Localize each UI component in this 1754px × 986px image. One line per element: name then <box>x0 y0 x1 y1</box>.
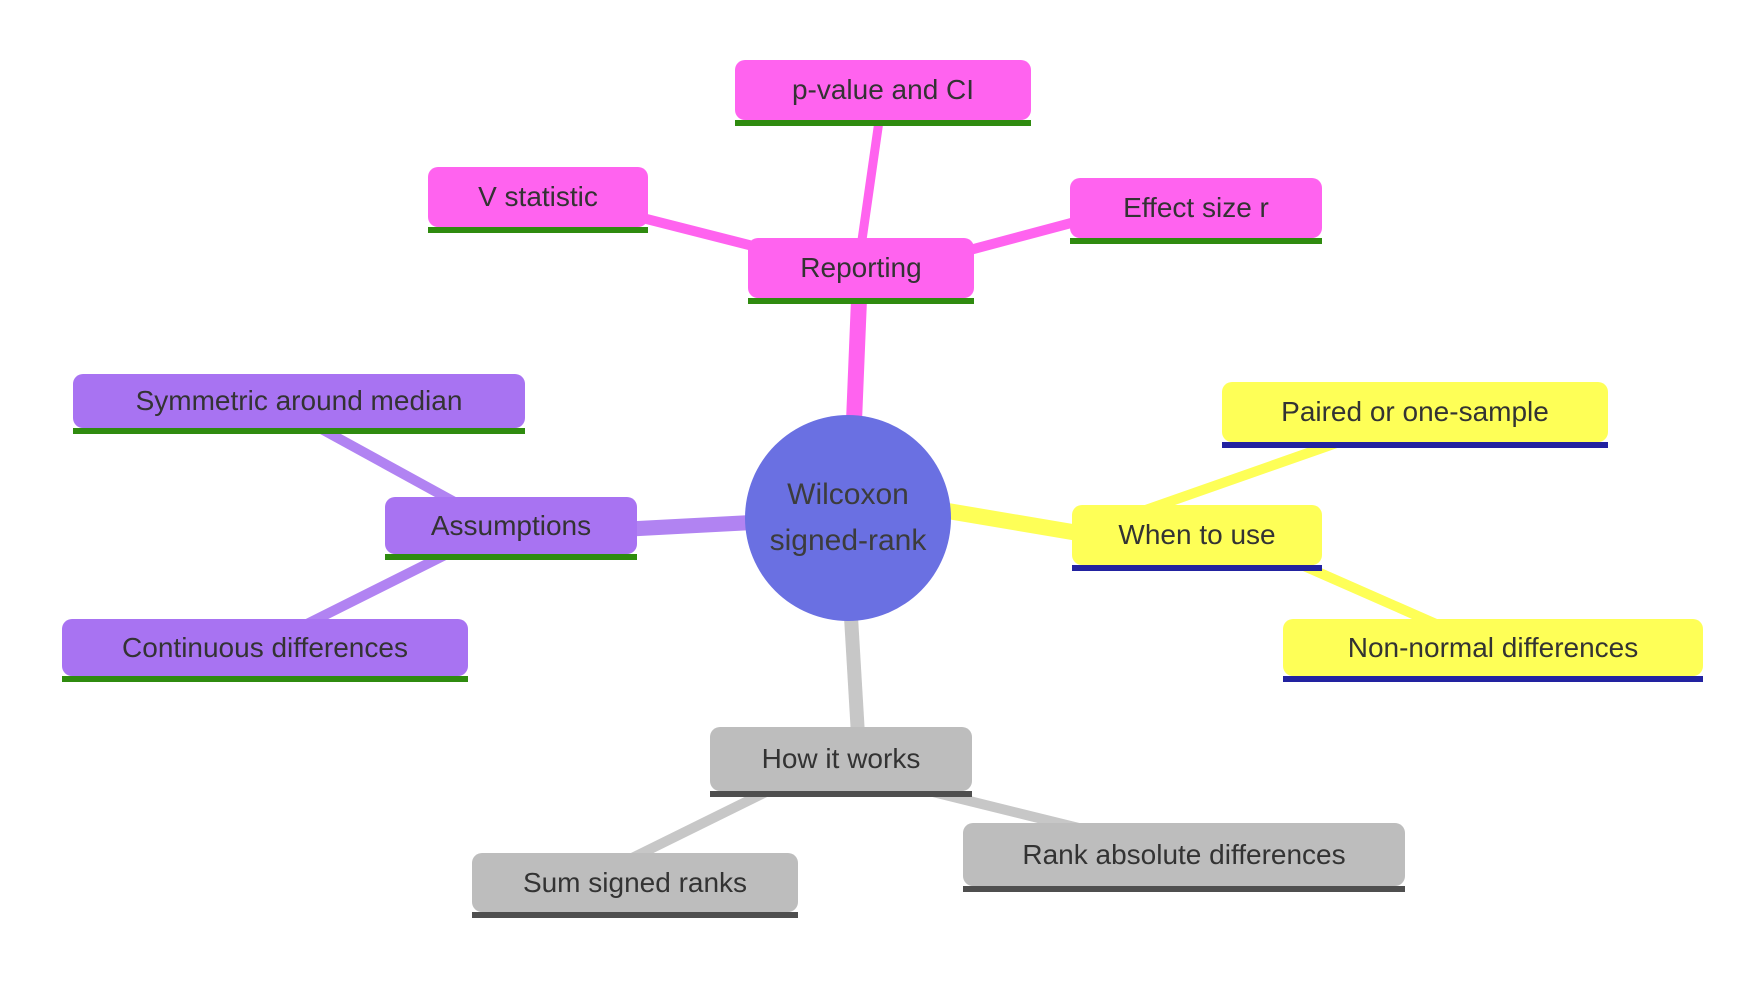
node-v-statistic[interactable]: V statistic <box>428 167 648 233</box>
center-label-line2: signed-rank <box>769 524 927 557</box>
node-label: How it works <box>761 743 921 774</box>
node-label: Sum signed ranks <box>522 866 748 898</box>
node-label: When to use <box>1118 519 1276 550</box>
connector-whentouse-paired <box>1138 435 1347 517</box>
node-p-value-and-ci[interactable]: p-value and CI <box>735 60 1031 126</box>
node-effect-size-r[interactable]: Effect size r <box>1070 178 1322 244</box>
node-label: Paired or one-sample <box>1281 396 1549 427</box>
node-label: Reporting <box>800 252 922 283</box>
node-reporting[interactable]: Reporting <box>748 238 974 304</box>
node-when-to-use[interactable]: When to use <box>1072 505 1322 571</box>
node-label: Assumptions <box>430 509 592 541</box>
node-label: Non-normal differences <box>1347 631 1639 663</box>
center-node-wilcoxon-signed-rank[interactable]: Wilcoxon signed-rank <box>745 415 951 621</box>
node-label: Effect size r <box>1123 192 1269 223</box>
node-symmetric-around-median[interactable]: Symmetric around median <box>73 374 525 434</box>
center-label-line1: Wilcoxon <box>787 477 909 511</box>
node-label: Rank absolute differences <box>1022 838 1346 870</box>
node-label: Continuous differences <box>122 631 408 663</box>
node-label: p-value and CI <box>791 74 975 105</box>
node-label: V statistic <box>478 181 598 212</box>
node-paired-or-one-sample[interactable]: Paired or one-sample <box>1222 382 1608 448</box>
node-how-it-works[interactable]: How it works <box>710 727 972 797</box>
node-sum-signed-ranks[interactable]: Sum signed ranks <box>472 853 798 918</box>
node-continuous-differences[interactable]: Continuous differences <box>62 619 468 682</box>
connector-assumptions-continuous <box>292 550 448 635</box>
node-non-normal-differences[interactable]: Non-normal differences <box>1283 619 1703 682</box>
connector-assumptions-symmetric <box>302 415 463 510</box>
node-assumptions[interactable]: Assumptions <box>385 497 637 560</box>
connector-howitworks-sumranks <box>625 785 773 865</box>
connector-whentouse-nonnormal <box>1292 557 1448 633</box>
node-label: Symmetric around median <box>135 385 463 416</box>
connector-center-howitworks <box>843 599 865 736</box>
connector-center-whentouse <box>928 500 1092 543</box>
node-rank-absolute-differences[interactable]: Rank absolute differences <box>963 823 1405 892</box>
